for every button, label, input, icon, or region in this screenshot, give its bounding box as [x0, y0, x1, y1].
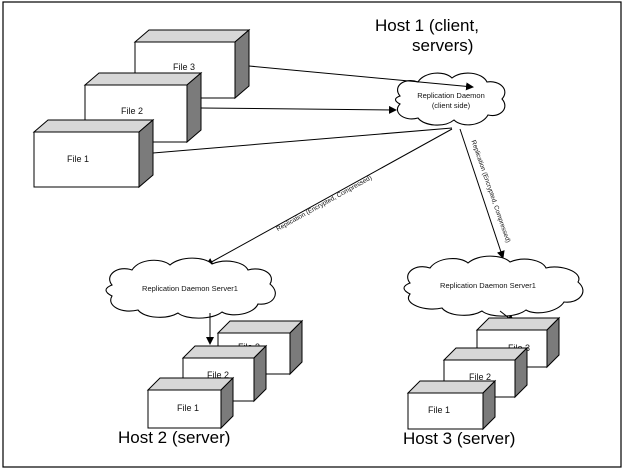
host3-file2-label: File 2: [469, 372, 491, 382]
client-daemon-sublabel: (client side): [432, 101, 471, 110]
host1-title-line1: Host 1 (client,: [375, 16, 479, 35]
host1-file2-label: File 2: [121, 106, 143, 116]
host1-file1-label: File 1: [67, 154, 89, 164]
host2-title: Host 2 (server): [118, 428, 230, 447]
edge-label-host2: Replication (Encrypted, Compressed): [275, 174, 373, 232]
host3-daemon-cloud: Replication Daemon Server1: [403, 255, 584, 317]
client-daemon-cloud: Replication Daemon (client side): [394, 72, 506, 126]
line-file1-to-daemon: [152, 127, 453, 154]
arrow-daemon-to-host3: [459, 128, 505, 259]
frame-border: [2, 1, 622, 468]
arrow-file2-to-daemon: [200, 105, 397, 114]
arrow-file3-to-daemon: [248, 65, 474, 91]
host1-file3-label: File 3: [173, 62, 195, 72]
host3-file1-box: File 1: [406, 379, 497, 431]
host2-file1-label: File 1: [177, 403, 199, 413]
arrow-daemon-to-host2: [205, 128, 453, 266]
host3-title: Host 3 (server): [403, 429, 515, 448]
host2-daemon-cloud: Replication Daemon Server1: [105, 257, 276, 319]
client-daemon-label: Replication Daemon: [417, 91, 485, 100]
host1-file1-box: File 1: [32, 118, 155, 189]
host2-file2-label: File 2: [207, 370, 229, 380]
host2-file1-box: File 1: [146, 376, 235, 430]
host3-file1-label: File 1: [428, 405, 450, 415]
host2-daemon-label: Replication Daemon Server1: [142, 284, 238, 293]
host3-daemon-label: Replication Daemon Server1: [440, 281, 536, 290]
edge-label-host3: Replication (Encrypted, Compressed): [470, 139, 512, 243]
host1-title-line2: servers): [412, 36, 473, 55]
